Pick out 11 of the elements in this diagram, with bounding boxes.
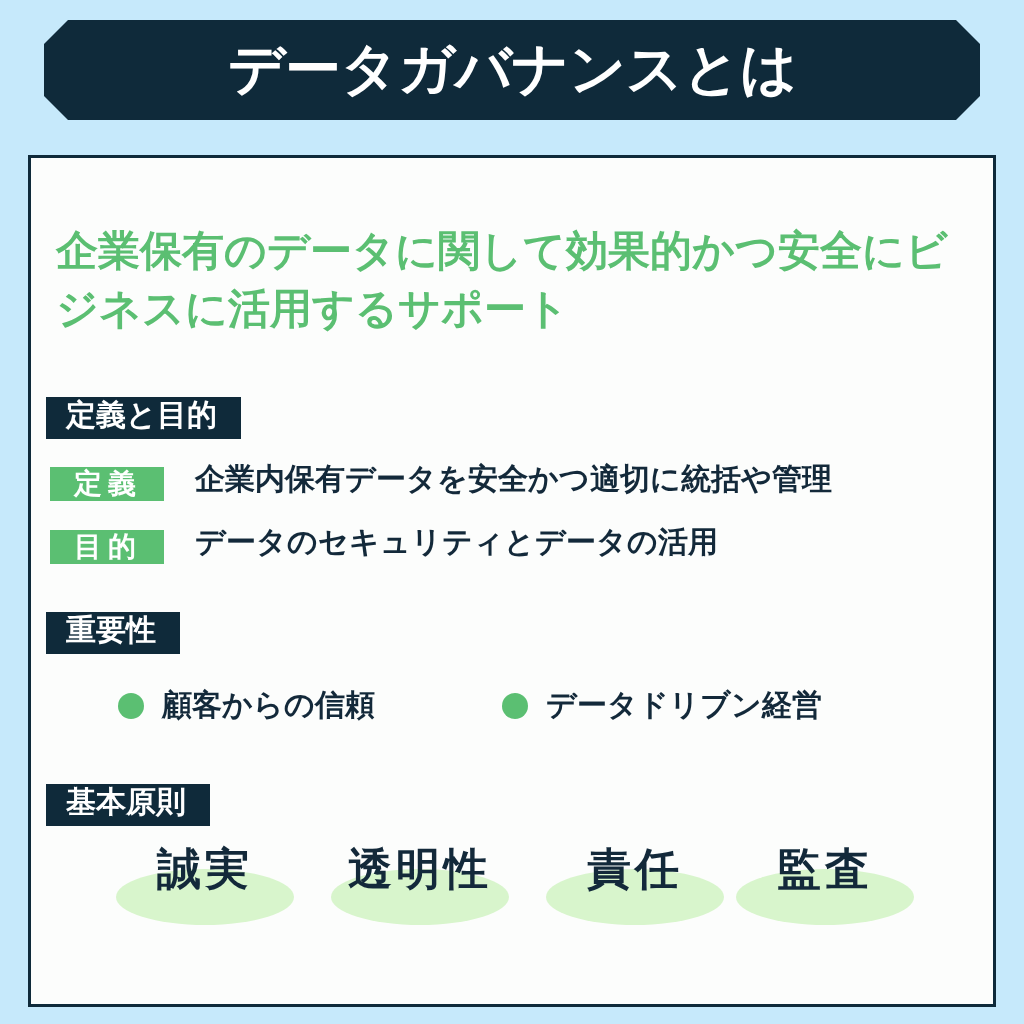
bullet-text: 顧客からの信頼 (162, 686, 375, 724)
section-heading: 重要性 (46, 612, 180, 654)
term-tag: 目的 (50, 530, 164, 564)
definition-text: データのセキュリティとデータの活用 (195, 523, 718, 561)
term-tag: 定義 (50, 467, 164, 501)
section-heading: 定義と目的 (46, 397, 241, 439)
subtitle-text: 企業保有のデータに関して効果的かつ安全にビジネスに活用するサポート (56, 225, 949, 335)
bullet-text: データドリブン経営 (546, 686, 822, 724)
definition-text: 企業内保有データを安全かつ適切に統括や管理 (195, 460, 832, 498)
section-heading: 基本原則 (46, 784, 210, 826)
title-banner: データガバナンスとは (44, 20, 980, 120)
